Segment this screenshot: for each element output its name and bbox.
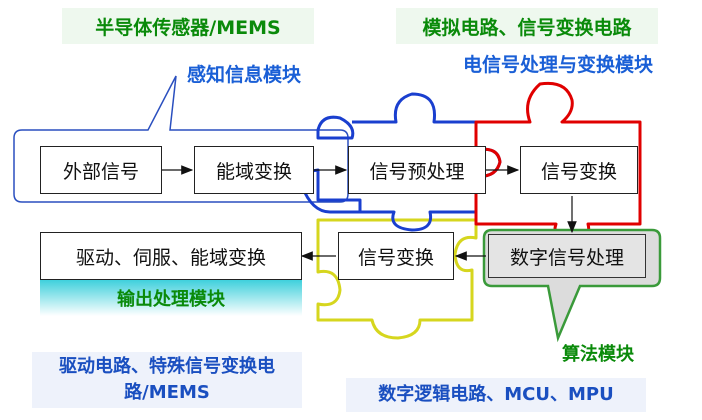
semiconductor-sensor-label: 半导体传感器/MEMS (62, 8, 314, 44)
perception-module-label: 感知信息模块 (186, 63, 301, 86)
external-signal-node: 外部信号 (40, 146, 162, 194)
output-module-band (40, 280, 302, 316)
output-module-label: 输出处理模块 (117, 289, 225, 310)
signal-conversion-top-node: 信号变换 (520, 146, 638, 194)
signal-conversion-bottom-node: 信号变换 (338, 232, 454, 280)
signal-processing-module-label: 电信号处理与变换模块 (462, 53, 653, 76)
energy-conversion-node: 能域变换 (194, 146, 314, 194)
drive-circuit-label: 驱动电路、特殊信号变换电路/MEMS (32, 352, 302, 408)
drive-servo-conversion-node: 驱动、伺服、能域变换 (40, 232, 302, 280)
digital-logic-label: 数字逻辑电路、MCU、MPU (346, 378, 646, 412)
signal-preprocessing-node: 信号预处理 (348, 146, 486, 194)
analog-circuit-label: 模拟电路、信号变换电路 (396, 8, 658, 44)
digital-signal-processing-node: 数字信号处理 (488, 234, 646, 278)
algorithm-module-label: 算法模块 (562, 344, 634, 365)
